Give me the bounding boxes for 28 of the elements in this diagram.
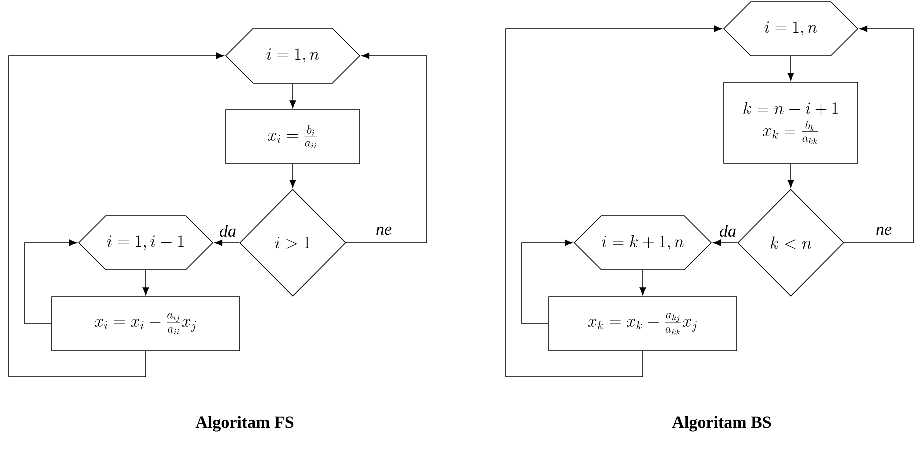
process-box: $x_i = x_i - \frac{a_{ij}}{a_{ii}} x_j$: [52, 296, 240, 352]
edge-label: da: [718, 224, 738, 238]
loop-hexagon: $i = k + 1, n$: [574, 216, 712, 270]
arrow: [142, 270, 150, 296]
edge-label: ne: [874, 226, 894, 236]
arrow: [290, 164, 296, 188]
chart-title: Algoritam FS: [196, 416, 294, 432]
arrow: [522, 240, 573, 324]
edge-label: ne: [374, 226, 394, 236]
arrow: [214, 240, 240, 246]
process-box: $x_k = x_k - \frac{a_{kj}}{a_{kk}} x_j$: [548, 296, 738, 352]
arrow: [788, 56, 794, 81]
process-box: $x_i = \frac{b_i}{a_{ii}}$: [226, 110, 360, 164]
loop-hexagon: $i = 1, n$: [225, 28, 361, 84]
arrow: [640, 270, 646, 296]
loop-hexagon: $i = 1, i - 1$: [78, 216, 214, 270]
arrow: [844, 26, 914, 244]
arrow: [290, 84, 296, 108]
process-box: $k = n - i + 1$ $x_k = \frac{b_k}{a_{kk}}$: [724, 82, 858, 164]
chart-title: Algoritam BS: [672, 416, 772, 432]
arrow: [506, 26, 722, 378]
arrow: [788, 164, 794, 188]
arrow: [24, 240, 78, 324]
edge-label: da: [218, 224, 238, 238]
loop-hexagon: $i = 1, n$: [723, 2, 859, 56]
arrow: [713, 240, 738, 246]
arrow: [346, 52, 428, 244]
arrow: [8, 52, 224, 378]
